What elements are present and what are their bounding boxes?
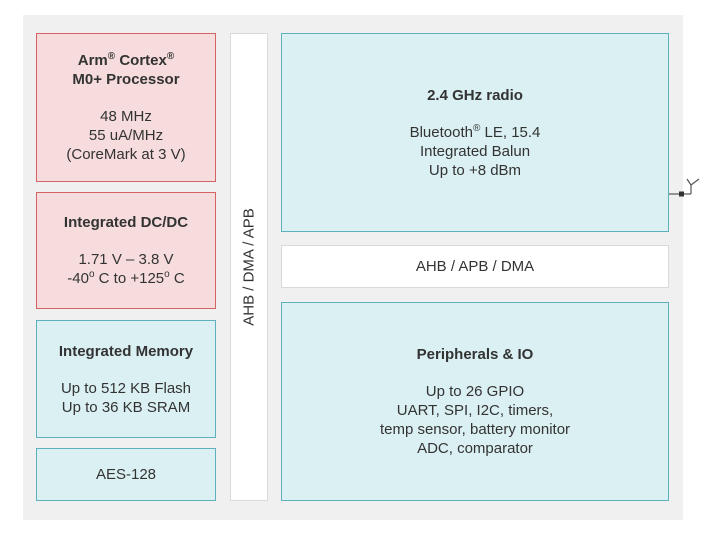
peripherals-analog: ADC, comparator [417, 440, 533, 457]
peripherals-block: Peripherals & IO Up to 26 GPIO UART, SPI… [281, 302, 669, 501]
processor-coremark: (CoreMark at 3 V) [66, 146, 186, 163]
radio-protocols: Bluetooth® LE, 15.4 [409, 122, 541, 141]
processor-frequency: 48 MHz [100, 108, 152, 125]
radio-output-power: Up to +8 dBm [428, 161, 522, 179]
vertical-bus-block: AHB / DMA / APB [230, 33, 268, 501]
peripherals-title: Peripherals & IO [416, 346, 534, 363]
dcdc-block: Integrated DC/DC 1.71 V – 3.8 V -40o C t… [36, 192, 216, 309]
memory-block: Integrated Memory Up to 512 KB Flash Up … [36, 320, 216, 438]
vertical-bus-label: AHB / DMA / APB [240, 208, 258, 326]
processor-title: Arm® Cortex® [77, 51, 175, 70]
radio-balun: Integrated Balun [419, 142, 531, 160]
dcdc-temperature-range: -40o C to +125o C [67, 269, 185, 288]
aes-label: AES-128 [95, 466, 157, 483]
memory-title: Integrated Memory [58, 342, 194, 360]
dcdc-voltage-range: 1.71 V – 3.8 V [78, 251, 174, 268]
aes-block: AES-128 [36, 448, 216, 501]
processor-title-line2: M0+ Processor [72, 71, 180, 88]
antenna-icon [669, 178, 700, 197]
memory-sram: Up to 36 KB SRAM [61, 398, 191, 416]
processor-power: 55 uA/MHz [88, 127, 164, 144]
memory-flash: Up to 512 KB Flash [60, 379, 192, 397]
radio-title: 2.4 GHz radio [427, 86, 523, 104]
peripherals-gpio: Up to 26 GPIO [425, 383, 525, 400]
horizontal-bus-label: AHB / APB / DMA [415, 258, 535, 275]
radio-block: 2.4 GHz radio Bluetooth® LE, 15.4 Integr… [281, 33, 669, 232]
peripherals-sensors: temp sensor, battery monitor [379, 421, 571, 438]
dcdc-title: Integrated DC/DC [63, 214, 189, 231]
peripherals-interfaces: UART, SPI, I2C, timers, [396, 402, 554, 419]
processor-block: Arm® Cortex® M0+ Processor 48 MHz 55 uA/… [36, 33, 216, 182]
horizontal-bus-block: AHB / APB / DMA [281, 245, 669, 288]
